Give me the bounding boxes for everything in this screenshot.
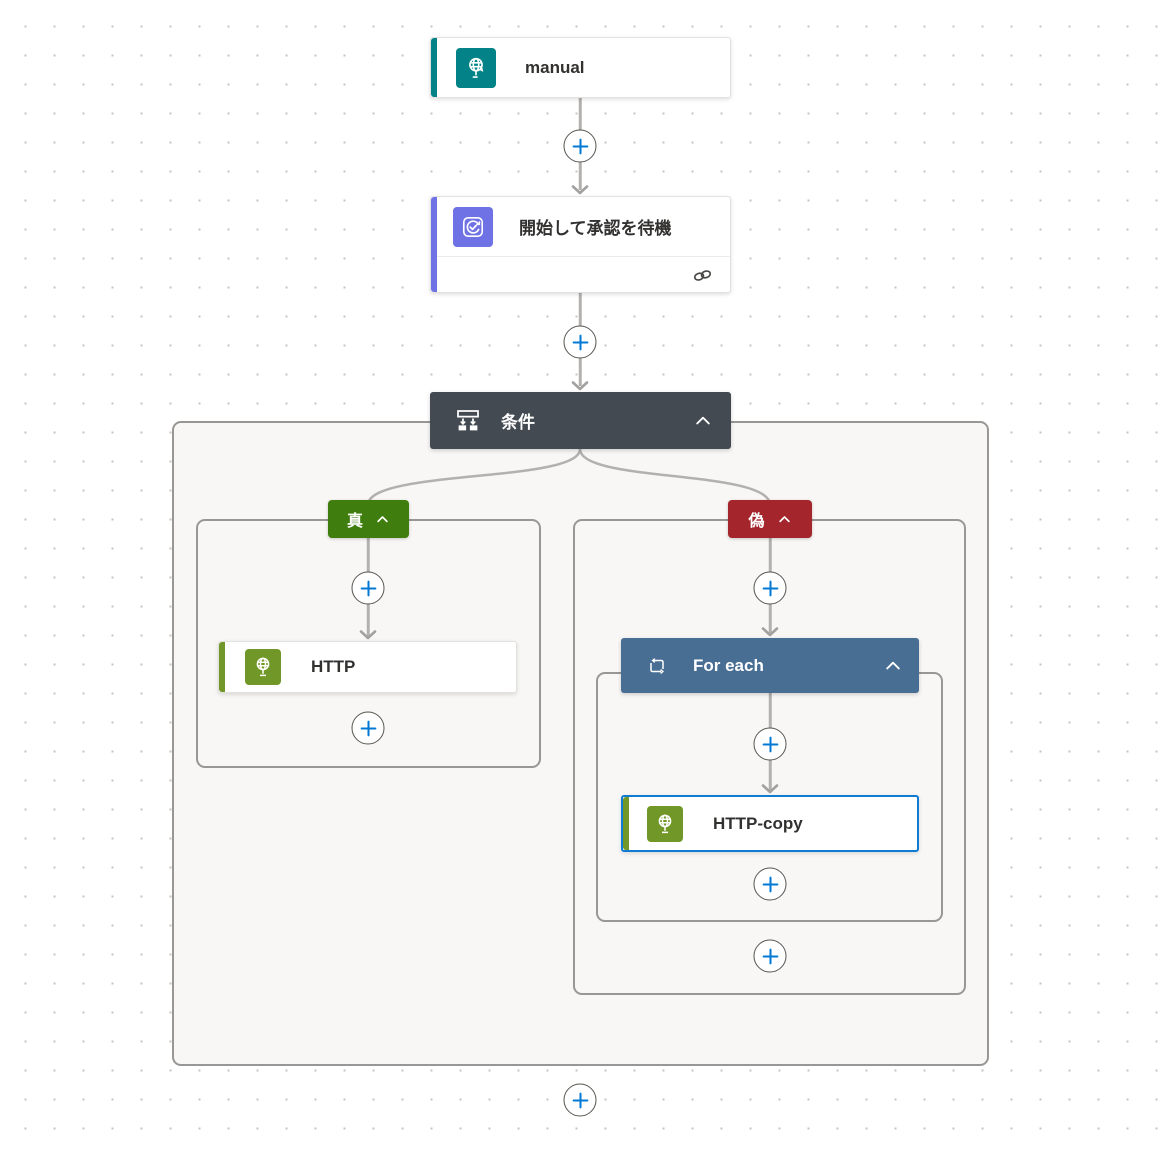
http-globe-icon <box>245 649 281 685</box>
arrowhead-icon <box>761 784 779 794</box>
action-label: HTTP <box>311 657 356 676</box>
arrowhead-icon <box>761 627 779 637</box>
plus-icon <box>572 334 588 350</box>
collapse-chevron-up-icon[interactable] <box>693 411 713 431</box>
http-request-globe-icon <box>456 47 496 88</box>
action-card-approval[interactable]: 開始して承認を待機 <box>430 196 731 293</box>
action-label: HTTP-copy <box>713 813 803 833</box>
approval-icon <box>453 206 493 247</box>
false-branch-badge[interactable]: 偽 <box>728 500 812 538</box>
branch-split-connector <box>366 448 772 506</box>
action-label: 開始して承認を待機 <box>519 219 672 238</box>
arrowhead-icon <box>359 630 377 640</box>
condition-branch-icon <box>453 406 483 436</box>
plus-icon <box>762 736 778 752</box>
insert-step-button[interactable] <box>563 129 597 163</box>
insert-step-button[interactable] <box>563 325 597 359</box>
condition-scope-header[interactable]: 条件 <box>430 392 731 449</box>
accent-bar <box>431 38 437 97</box>
http-globe-icon <box>647 805 683 842</box>
accent-bar <box>219 642 225 692</box>
insert-step-button[interactable] <box>351 711 385 745</box>
insert-step-button[interactable] <box>351 571 385 605</box>
action-card-http-copy[interactable]: HTTP-copy <box>621 795 919 852</box>
true-branch-badge[interactable]: 真 <box>328 500 409 538</box>
insert-step-button[interactable] <box>753 939 787 973</box>
action-card-http[interactable]: HTTP <box>218 641 517 693</box>
accent-bar <box>623 797 629 850</box>
foreach-label: For each <box>693 655 764 675</box>
plus-icon <box>572 138 588 154</box>
trigger-card-manual[interactable]: manual <box>430 37 731 98</box>
collapse-chevron-up-icon <box>778 515 790 522</box>
arrowhead-icon <box>571 185 589 195</box>
insert-step-button[interactable] <box>753 727 787 761</box>
insert-step-button[interactable] <box>753 867 787 901</box>
plus-icon <box>360 720 376 736</box>
insert-step-button[interactable] <box>563 1083 597 1117</box>
trigger-label: manual <box>525 57 585 77</box>
false-branch-label: 偽 <box>748 513 765 530</box>
condition-label: 条件 <box>501 413 535 432</box>
plus-icon <box>572 1092 588 1108</box>
plus-icon <box>762 948 778 964</box>
collapse-chevron-up-icon[interactable] <box>883 656 903 676</box>
true-branch-label: 真 <box>346 513 363 530</box>
foreach-scope-header[interactable]: For each <box>621 638 919 693</box>
insert-step-button[interactable] <box>753 571 787 605</box>
plus-icon <box>360 580 376 596</box>
loop-icon <box>645 654 669 678</box>
accent-bar <box>431 197 437 292</box>
static-result-link-icon[interactable] <box>690 263 715 288</box>
collapse-chevron-up-icon <box>377 515 388 522</box>
plus-icon <box>762 580 778 596</box>
plus-icon <box>762 876 778 892</box>
arrowhead-icon <box>571 381 589 391</box>
